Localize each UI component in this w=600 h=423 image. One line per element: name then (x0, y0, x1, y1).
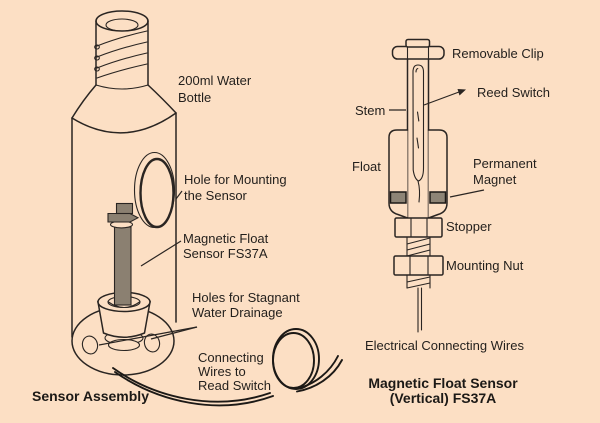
mounting-hole (139, 157, 175, 229)
drainage-leader-left (98, 326, 198, 346)
removable-clip-label: Removable Clip (452, 46, 544, 61)
electrical-wires-label: Electrical Connecting Wires (365, 338, 524, 353)
float-sensor-leader (140, 240, 182, 267)
bottle-mouth-inner (105, 18, 139, 32)
bottle-thread-3 (96, 52, 148, 69)
sensor-rod (113, 226, 132, 306)
drainage-label-line1: Holes for Stagnant (192, 290, 300, 305)
float-sensor-label-line1: Magnetic Float (183, 231, 269, 246)
wire-coil-inner (272, 332, 315, 389)
bottle-neck-base (95, 84, 149, 90)
magnet-leader (449, 189, 485, 198)
drainage-hole-right (143, 333, 161, 353)
removable-clip-top (405, 38, 431, 48)
vertical-sensor-figure: Removable Clip Reed Switch Stem Float Pe… (352, 38, 550, 406)
drainage-label-line2: Water Drainage (192, 305, 283, 320)
base-washer-bottom (107, 338, 141, 352)
thread-bump-2 (94, 55, 100, 61)
stem-label: Stem (355, 103, 385, 118)
bottle-label-line2: Bottle (178, 90, 211, 105)
drainage-hole-left (81, 335, 99, 355)
reed-switch-label: Reed Switch (477, 85, 550, 100)
collar-ring-front (107, 301, 141, 309)
wires-label-line3: Read Switch (198, 378, 271, 393)
magnet-label-line2: Magnet (473, 172, 517, 187)
float-label: Float (352, 159, 381, 174)
bottle-shoulder-right (147, 84, 177, 114)
reed-switch-leader (423, 91, 460, 106)
thread-bump-3 (94, 66, 100, 72)
hole-leader (175, 190, 183, 200)
hole-label-line2: the Sensor (184, 188, 248, 203)
water-bottle (71, 10, 177, 338)
mounting-nut (393, 255, 444, 276)
threaded-section-upper (406, 236, 431, 257)
vertical-sensor-caption-line2: (Vertical) FS37A (390, 390, 497, 406)
connecting-wires (112, 328, 343, 407)
hole-label-line1: Hole for Mounting (184, 172, 287, 187)
bottle-shoulder-arc (71, 112, 177, 134)
mounting-nut-label: Mounting Nut (446, 258, 524, 273)
magnet-right (429, 191, 447, 204)
magnet-left (389, 191, 407, 204)
bottle-label-line1: 200ml Water (178, 73, 252, 88)
wires-label-line1: Connecting (198, 350, 264, 365)
stopper-label: Stopper (446, 219, 492, 234)
bottle-thread-2 (96, 41, 148, 58)
drainage-leader-right (150, 326, 198, 340)
sensor-assembly-caption: Sensor Assembly (32, 388, 149, 404)
removable-clip-bar (391, 45, 445, 60)
stopper-nut (394, 217, 443, 238)
reed-switch (412, 64, 425, 203)
sensor-assembly-figure: 200ml Water Bottle Hole for Mounting the… (32, 10, 343, 407)
float-sensor-label-line2: Sensor FS37A (183, 246, 268, 261)
float-right-half (427, 129, 448, 219)
bottle-mouth-outer (95, 10, 149, 32)
thread-bump-1 (94, 44, 100, 50)
bottle-thread-4 (96, 63, 148, 79)
magnet-label-line1: Permanent (473, 156, 537, 171)
bottle-shoulder-left (71, 84, 97, 119)
bottle-thread-1 (96, 30, 148, 47)
vertical-sensor-caption-line1: Magnetic Float Sensor (368, 375, 518, 391)
rod-clip (107, 212, 140, 223)
float-left-half (388, 129, 409, 219)
wires-label-line2: Wires to (198, 364, 246, 379)
threaded-section-lower (406, 274, 431, 289)
reed-switch-arrowhead (457, 89, 466, 96)
rod-cap (115, 202, 134, 215)
